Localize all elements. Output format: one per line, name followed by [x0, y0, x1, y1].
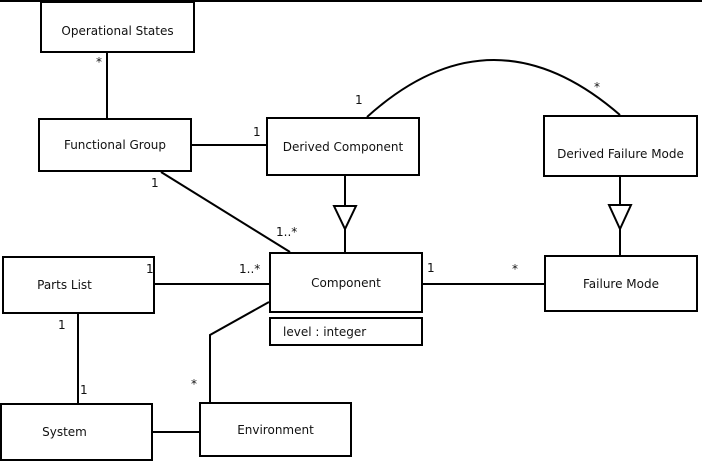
class-name: Derived Component — [282, 139, 404, 154]
class-environment[interactable]: Environment — [199, 402, 352, 457]
class-operational-states[interactable]: Operational States — [40, 1, 195, 53]
class-name: Parts List — [37, 278, 92, 292]
class-name: Functional Group — [63, 138, 167, 152]
hollow-triangle-arrow-icon — [332, 205, 358, 232]
attribute-level: level : integer — [283, 324, 367, 339]
class-component[interactable]: Component — [269, 252, 423, 313]
multiplicity-label: * — [594, 80, 600, 94]
multiplicity-label: 1 — [80, 383, 88, 397]
multiplicity-label: 1 — [427, 261, 435, 275]
association-component-environment — [209, 301, 270, 402]
class-name: Operational States — [61, 24, 174, 38]
class-component-attributes[interactable]: level : integer — [269, 317, 423, 346]
association-arc-derived-component-derived-failure-mode — [366, 59, 621, 118]
class-name: Environment — [237, 422, 314, 437]
class-name: Component — [311, 275, 381, 290]
multiplicity-label: 1..* — [276, 225, 298, 239]
class-name: Failure Mode — [583, 276, 659, 291]
multiplicity-label: 1 — [355, 93, 363, 107]
multiplicity-label: * — [191, 377, 197, 391]
multiplicity-label: * — [96, 55, 102, 69]
class-functional-group[interactable]: Functional Group — [38, 118, 192, 172]
association-functional-group-component — [160, 171, 291, 253]
multiplicity-label: 1 — [253, 125, 261, 139]
multiplicity-label: * — [512, 262, 518, 276]
hollow-triangle-arrow-icon — [607, 204, 633, 232]
multiplicity-label: 1 — [58, 318, 66, 332]
class-parts-list[interactable]: Parts List — [2, 256, 155, 314]
class-system[interactable]: System — [0, 403, 153, 461]
class-name: System — [42, 425, 87, 439]
class-failure-mode[interactable]: Failure Mode — [544, 255, 698, 312]
class-derived-failure-mode[interactable]: Derived Failure Mode — [543, 115, 698, 177]
class-name: Derived Failure Mode — [557, 147, 684, 161]
class-derived-component[interactable]: Derived Component — [266, 117, 420, 176]
multiplicity-label: 1 — [151, 176, 159, 190]
multiplicity-label: 1 — [146, 262, 154, 276]
multiplicity-label: 1..* — [239, 262, 261, 276]
